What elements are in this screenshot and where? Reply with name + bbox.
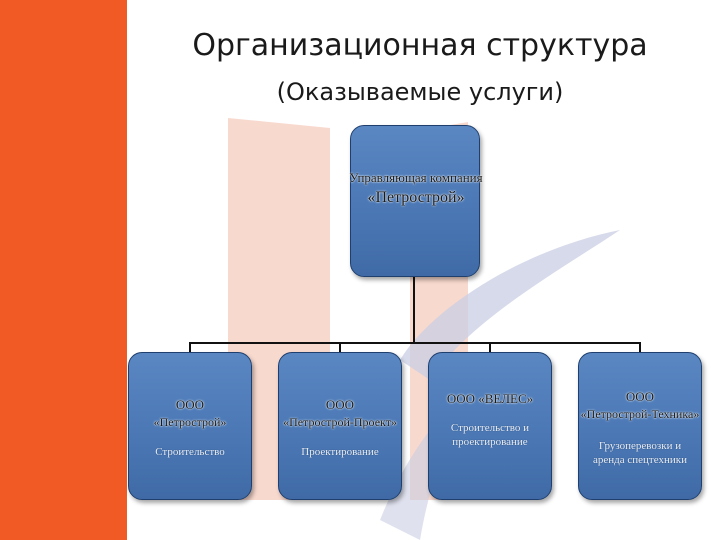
subsidiary-org-type: ООО «ВЕЛЕС» xyxy=(429,391,551,407)
subsidiary-org-name: «Петрострой-Техника» xyxy=(549,407,720,422)
connector-root-down xyxy=(413,277,415,343)
subsidiary-org-name: «Петрострой» xyxy=(109,415,271,430)
connector-child-3 xyxy=(489,342,491,352)
subsidiary-box-petrostroy-proekt: ООО «Петрострой-Проект» Проектирование xyxy=(278,352,402,500)
subsidiary-box-veles: ООО «ВЕЛЕС» Строительство и проектирован… xyxy=(428,352,552,500)
subsidiary-service: Строительство xyxy=(137,445,243,459)
management-company-box: Управляющая компания «Петрострой» xyxy=(350,125,480,277)
connector-horizontal xyxy=(189,342,641,344)
subsidiary-box-petrostroy-tekhnika: ООО «Петрострой-Техника» Грузоперевозки … xyxy=(578,352,702,500)
connector-child-4 xyxy=(639,342,641,352)
subsidiary-org-type: ООО xyxy=(279,397,401,413)
subsidiary-service: Грузоперевозки и аренда спецтехники xyxy=(587,439,693,467)
connector-child-1 xyxy=(189,342,191,352)
subsidiary-org-type: ООО xyxy=(129,397,251,413)
subsidiary-box-petrostroy: ООО «Петрострой» Строительство xyxy=(128,352,252,500)
subsidiary-service: Проектирование xyxy=(287,445,393,459)
connector-child-2 xyxy=(339,342,341,352)
subsidiary-service: Строительство и проектирование xyxy=(437,421,543,449)
management-company-name: «Петрострой» xyxy=(311,189,521,207)
subsidiary-org-type: ООО xyxy=(579,389,701,405)
subsidiary-org-name: «Петрострой-Проект» xyxy=(259,415,421,430)
slide-title: Организационная структура xyxy=(140,28,700,63)
slide-subtitle: (Оказываемые услуги) xyxy=(140,78,700,106)
management-company-label: Управляющая компания xyxy=(311,170,521,186)
